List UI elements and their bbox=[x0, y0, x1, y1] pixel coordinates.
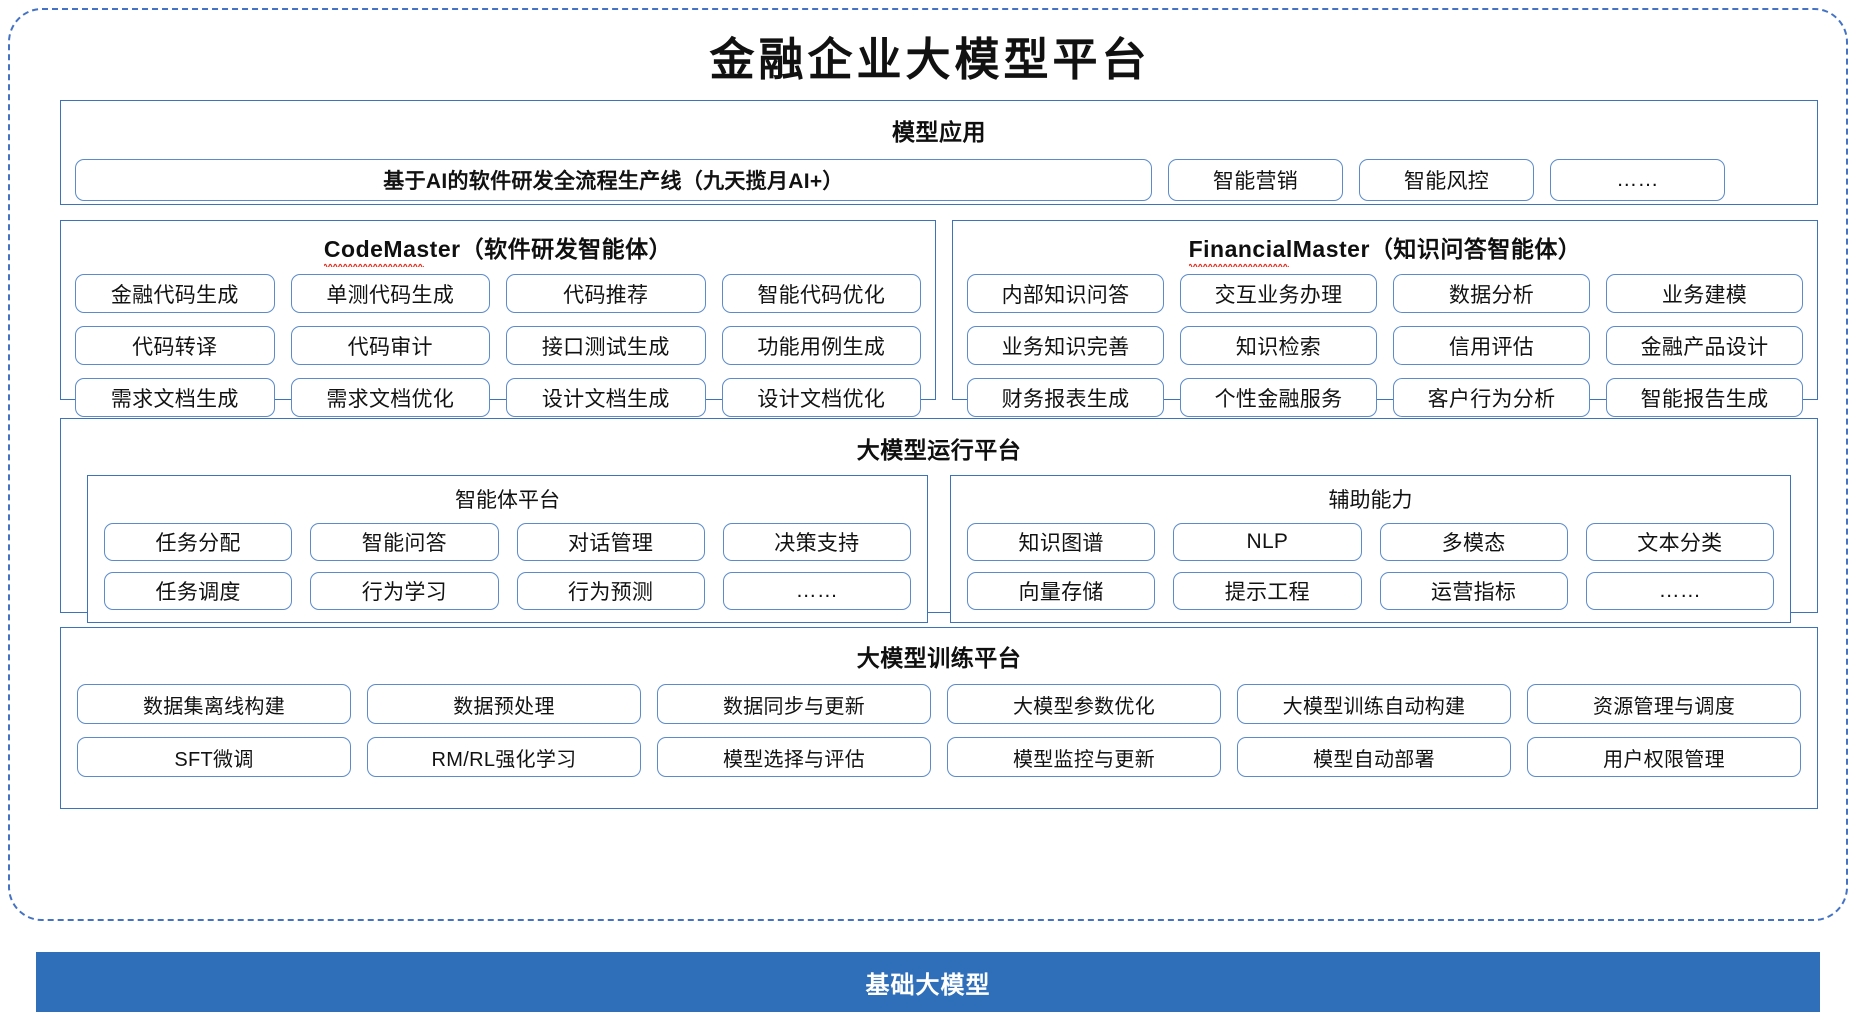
capability-cell[interactable]: 资源管理与调度 bbox=[1527, 684, 1801, 724]
section-runtime-platform: 大模型运行平台 智能体平台 任务分配 智能问答 对话管理 决策支持 任务调度 行… bbox=[60, 418, 1818, 623]
section-title-model-applications: 模型应用 bbox=[892, 119, 986, 145]
capability-cell[interactable]: 业务知识完善 bbox=[967, 326, 1164, 365]
capability-cell[interactable]: 数据集离线构建 bbox=[77, 684, 351, 724]
capability-cell[interactable]: 交互业务办理 bbox=[1180, 274, 1377, 313]
subsection-auxiliary-capability: 辅助能力 知识图谱 NLP 多模态 文本分类 向量存储 提示工程 运营指标 …… bbox=[950, 475, 1791, 623]
capability-cell[interactable]: 智能代码优化 bbox=[721, 274, 921, 313]
capability-cell[interactable]: 需求文档优化 bbox=[290, 378, 490, 417]
section-title-financialmaster: FinancialMaster （知识问答智能体） bbox=[953, 230, 1817, 264]
capability-cell-more[interactable]: …… bbox=[1585, 572, 1774, 610]
capability-cell[interactable]: 用户权限管理 bbox=[1527, 737, 1801, 777]
capability-cell[interactable]: 行为预测 bbox=[516, 572, 705, 610]
capability-cell-more[interactable]: …… bbox=[722, 572, 911, 610]
capability-cell[interactable]: 向量存储 bbox=[967, 572, 1156, 610]
capability-cell[interactable]: 代码转译 bbox=[75, 326, 275, 365]
capability-cell[interactable]: 对话管理 bbox=[516, 523, 705, 561]
codemaster-name-cn: （软件研发智能体） bbox=[460, 236, 673, 262]
foundation-model-label: 基础大模型 bbox=[865, 971, 991, 999]
capability-cell[interactable]: SFT微调 bbox=[77, 737, 351, 777]
capability-cell[interactable]: 知识图谱 bbox=[967, 523, 1156, 561]
subsection-title-agent-platform: 智能体平台 bbox=[455, 489, 560, 512]
application-card-ai-pipeline[interactable]: 基于AI的软件研发全流程生产线（九天揽月AI+） bbox=[75, 159, 1152, 201]
capability-cell[interactable]: 数据同步与更新 bbox=[657, 684, 931, 724]
capability-cell[interactable]: 智能报告生成 bbox=[1606, 378, 1803, 417]
capability-cell[interactable]: 单测代码生成 bbox=[290, 274, 490, 313]
application-card-smart-risk-control[interactable]: 智能风控 bbox=[1359, 159, 1534, 201]
runtime-subpanels: 智能体平台 任务分配 智能问答 对话管理 决策支持 任务调度 行为学习 行为预测… bbox=[61, 465, 1817, 623]
auxiliary-capability-grid: 知识图谱 NLP 多模态 文本分类 向量存储 提示工程 运营指标 …… bbox=[951, 514, 1790, 610]
capability-cell[interactable]: 代码审计 bbox=[290, 326, 490, 365]
capability-cell[interactable]: 提示工程 bbox=[1173, 572, 1362, 610]
financialmaster-name-en: FinancialMaster bbox=[1188, 236, 1370, 262]
foundation-model-bar: 基础大模型 bbox=[36, 952, 1820, 1012]
capability-cell[interactable]: 模型自动部署 bbox=[1237, 737, 1511, 777]
application-card-smart-marketing[interactable]: 智能营销 bbox=[1168, 159, 1343, 201]
capability-cell[interactable]: 智能问答 bbox=[310, 523, 499, 561]
page-title: 金融企业大模型平台 bbox=[709, 33, 1151, 86]
capability-cell[interactable]: 设计文档优化 bbox=[721, 378, 921, 417]
capability-cell[interactable]: 个性金融服务 bbox=[1180, 378, 1377, 417]
section-codemaster: CodeMaster （软件研发智能体） 金融代码生成 单测代码生成 代码推荐 … bbox=[60, 220, 936, 417]
capability-cell[interactable]: 任务分配 bbox=[104, 523, 293, 561]
model-applications-row: 基于AI的软件研发全流程生产线（九天揽月AI+） 智能营销 智能风控 …… bbox=[61, 159, 1817, 201]
capability-cell[interactable]: 行为学习 bbox=[310, 572, 499, 610]
capability-cell[interactable]: 大模型训练自动构建 bbox=[1237, 684, 1511, 724]
capability-cell[interactable]: 需求文档生成 bbox=[75, 378, 275, 417]
capability-cell[interactable]: 接口测试生成 bbox=[506, 326, 706, 365]
capability-cell[interactable]: 数据预处理 bbox=[367, 684, 641, 724]
capability-cell[interactable]: 多模态 bbox=[1379, 523, 1568, 561]
platform-outer-frame: 金融企业大模型平台 模型应用 基于AI的软件研发全流程生产线（九天揽月AI+） … bbox=[8, 8, 1848, 921]
codemaster-name-en: CodeMaster bbox=[323, 236, 461, 262]
financialmaster-name-cn: （知识问答智能体） bbox=[1369, 236, 1582, 262]
capability-cell[interactable]: 任务调度 bbox=[104, 572, 293, 610]
financialmaster-capability-grid: 内部知识问答 交互业务办理 数据分析 业务建模 业务知识完善 知识检索 信用评估… bbox=[953, 264, 1817, 417]
financialmaster-name-spellchecked: FinancialMaster bbox=[1188, 236, 1370, 263]
section-training-platform: 大模型训练平台 数据集离线构建 数据预处理 数据同步与更新 大模型参数优化 大模… bbox=[60, 627, 1818, 809]
capability-cell[interactable]: 业务建模 bbox=[1606, 274, 1803, 313]
capability-cell[interactable]: 金融产品设计 bbox=[1606, 326, 1803, 365]
section-title-training-platform: 大模型训练平台 bbox=[856, 645, 1022, 671]
capability-cell[interactable]: 知识检索 bbox=[1180, 326, 1377, 365]
capability-cell[interactable]: 内部知识问答 bbox=[967, 274, 1164, 313]
capability-cell[interactable]: 设计文档生成 bbox=[506, 378, 706, 417]
subsection-agent-platform: 智能体平台 任务分配 智能问答 对话管理 决策支持 任务调度 行为学习 行为预测… bbox=[87, 475, 928, 623]
capability-cell[interactable]: 信用评估 bbox=[1393, 326, 1590, 365]
capability-cell[interactable]: 大模型参数优化 bbox=[947, 684, 1221, 724]
codemaster-capability-grid: 金融代码生成 单测代码生成 代码推荐 智能代码优化 代码转译 代码审计 接口测试… bbox=[61, 264, 935, 417]
capability-cell[interactable]: 模型选择与评估 bbox=[657, 737, 931, 777]
agent-platform-grid: 任务分配 智能问答 对话管理 决策支持 任务调度 行为学习 行为预测 …… bbox=[88, 514, 927, 610]
application-card-more[interactable]: …… bbox=[1550, 159, 1725, 201]
capability-cell[interactable]: NLP bbox=[1173, 523, 1362, 561]
subsection-title-auxiliary-capability: 辅助能力 bbox=[1328, 489, 1413, 512]
capability-cell[interactable]: 运营指标 bbox=[1379, 572, 1568, 610]
capability-cell[interactable]: 模型监控与更新 bbox=[947, 737, 1221, 777]
capability-cell[interactable]: 文本分类 bbox=[1585, 523, 1774, 561]
section-model-applications: 模型应用 基于AI的软件研发全流程生产线（九天揽月AI+） 智能营销 智能风控 … bbox=[60, 100, 1818, 205]
section-title-codemaster: CodeMaster （软件研发智能体） bbox=[61, 230, 935, 264]
section-financialmaster: FinancialMaster （知识问答智能体） 内部知识问答 交互业务办理 … bbox=[952, 220, 1818, 417]
capability-cell[interactable]: 功能用例生成 bbox=[721, 326, 921, 365]
capability-cell[interactable]: 决策支持 bbox=[722, 523, 911, 561]
capability-cell[interactable]: 代码推荐 bbox=[506, 274, 706, 313]
section-title-runtime-platform: 大模型运行平台 bbox=[856, 437, 1022, 463]
codemaster-name-spellchecked: CodeMaster bbox=[323, 236, 461, 263]
training-capability-grid: 数据集离线构建 数据预处理 数据同步与更新 大模型参数优化 大模型训练自动构建 … bbox=[61, 673, 1817, 777]
capability-cell[interactable]: 财务报表生成 bbox=[967, 378, 1164, 417]
capability-cell[interactable]: 金融代码生成 bbox=[75, 274, 275, 313]
capability-cell[interactable]: RM/RL强化学习 bbox=[367, 737, 641, 777]
capability-cell[interactable]: 数据分析 bbox=[1393, 274, 1590, 313]
capability-cell[interactable]: 客户行为分析 bbox=[1393, 378, 1590, 417]
